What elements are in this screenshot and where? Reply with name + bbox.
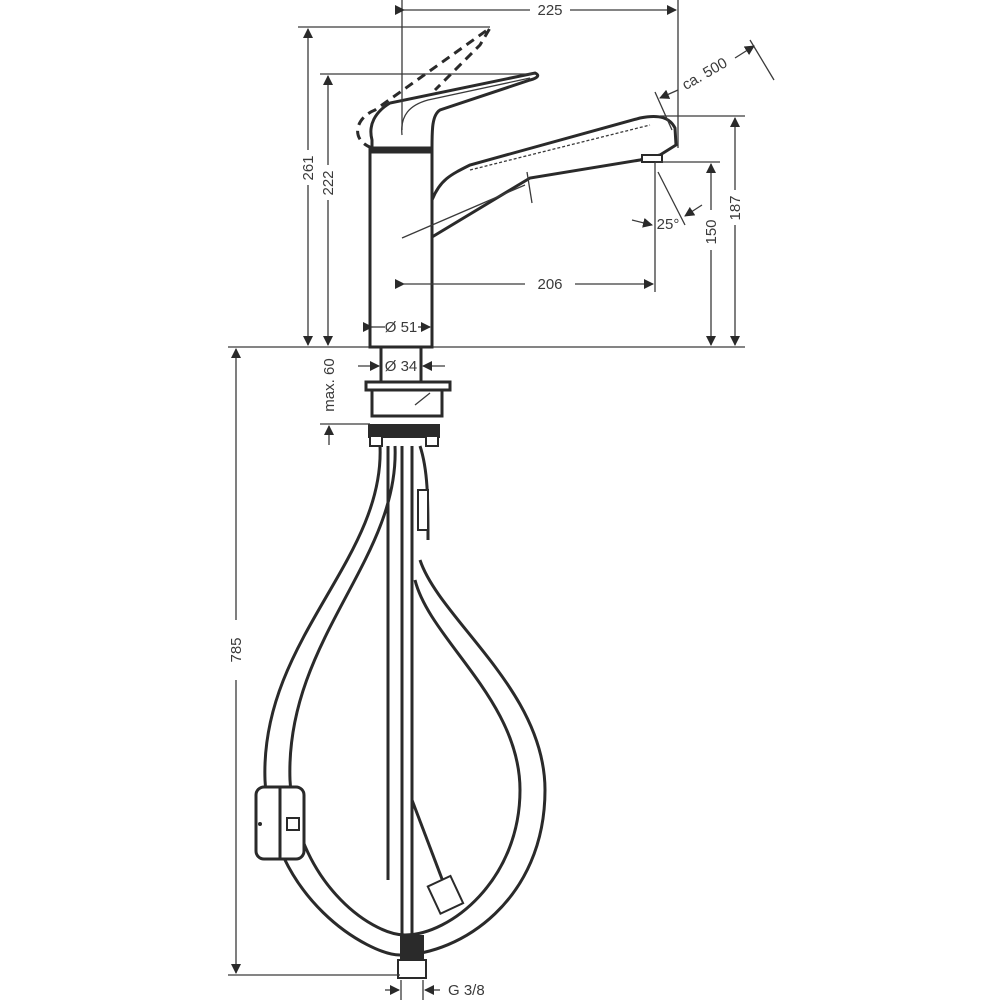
dim-g-3-8: G 3/8 [448, 982, 485, 999]
dim-206: 206 [537, 276, 562, 293]
dim-261: 261 [300, 155, 317, 180]
dim-diameter-51: Ø 51 [385, 319, 418, 336]
dim-max-60: max. 60 [321, 358, 338, 411]
faucet-body [368, 114, 678, 349]
hose-weight [254, 785, 306, 861]
lever-handle [356, 26, 540, 150]
dimension-lines [228, 0, 775, 1000]
dim-150: 150 [703, 219, 720, 244]
dim-187: 187 [727, 195, 744, 220]
supply-pipes [386, 445, 465, 979]
dim-785: 785 [228, 637, 245, 662]
dim-angle-25: 25° [657, 216, 680, 233]
dim-222: 222 [320, 170, 337, 195]
pull-out-hose [263, 445, 547, 957]
mounting-assembly [364, 345, 452, 447]
dim-ca-500: ca. 500 [679, 54, 730, 93]
dim-225: 225 [537, 2, 562, 19]
dim-diameter-34: Ø 34 [385, 358, 418, 375]
